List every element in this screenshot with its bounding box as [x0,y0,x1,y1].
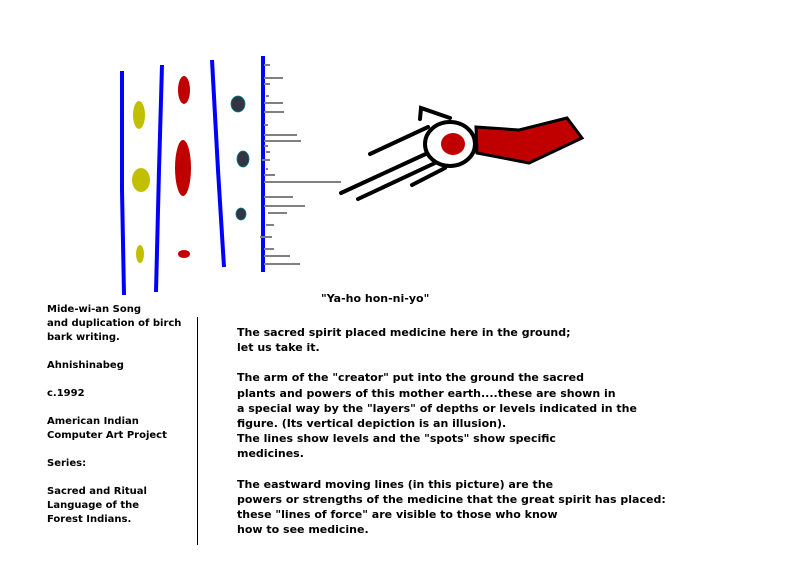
text-line: powers or strengths of the medicine that… [237,492,666,506]
project-line: American Indian [47,416,139,427]
text-line: The lines show levels and the "spots" sh… [237,432,556,446]
series-label: Series: [47,458,87,469]
text-line: a special way by the "layers" of depths … [237,401,637,415]
creator-arm-figure [339,105,585,201]
description: The sacred spirit placed medicine here i… [237,325,666,552]
series-line: Sacred and Ritual [47,486,147,497]
text-line: these "lines of force" are visible to th… [237,508,558,522]
series-line: Language of the [47,500,140,511]
gray-level-ticks [260,64,341,265]
dark-spots [230,95,250,221]
text-line: medicines. [237,447,304,461]
arm [474,116,585,165]
text-line: plants and powers of this mother earth..… [237,386,616,400]
text-line: let us take it. [237,341,320,355]
date: c.1992 [47,388,85,399]
series-line: Forest Indians. [47,514,132,525]
title-line: Mide-wi-an Song [47,304,141,315]
text-line: figure. (Its vertical depiction is an il… [237,417,507,431]
text-line: The sacred spirit placed medicine here i… [237,326,571,339]
text-line: The arm of the "creator" put into the gr… [237,371,584,385]
text-line: how to see medicine. [237,523,369,537]
people: Ahnishinabeg [47,360,124,371]
eye-center [441,133,465,155]
lines-of-force [339,105,452,201]
song-caption: "Ya-ho hon-ni-yo" [321,292,430,305]
project-line: Computer Art Project [47,430,167,441]
text-line: The eastward moving lines (in this pictu… [237,477,554,491]
title-line: bark writing. [47,332,120,343]
info-panel: Mide-wi-an Song and duplication of birch b… [47,303,181,541]
red-spots [175,76,191,258]
yellow-spots [132,101,150,263]
title-line: and duplication of birch [47,318,182,329]
divider [197,317,198,545]
